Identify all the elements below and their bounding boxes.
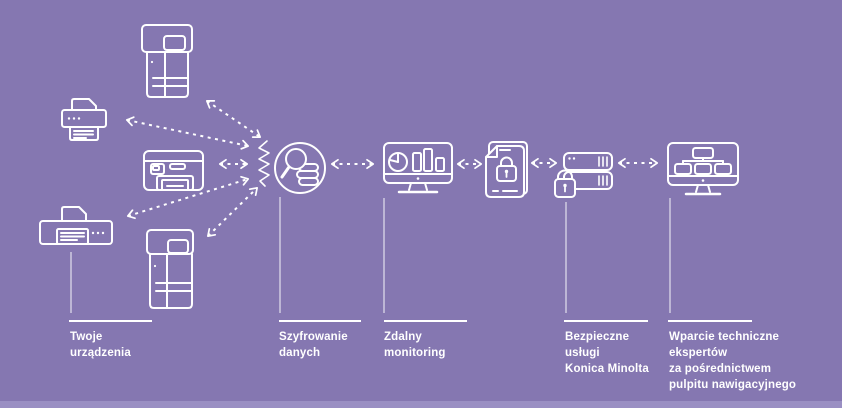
label-support: Wparcie techniczne ekspertów za pośredni… — [669, 331, 797, 391]
document-lock-icon — [485, 141, 528, 198]
copier-icon — [141, 24, 193, 98]
label-monitoring: Zdalny monitoring — [384, 331, 446, 359]
monitor-sitemap-icon — [667, 142, 739, 196]
printer-icon — [61, 98, 107, 141]
dashed-arrow-icon — [205, 100, 262, 138]
label-encryption: Szyfrowanie danych — [279, 331, 348, 359]
encryption-magnifier-icon — [274, 142, 326, 194]
fax-printer-icon — [39, 206, 113, 245]
dashed-arrow-icon — [207, 187, 258, 237]
bottom-strip — [0, 401, 842, 408]
monitor-charts-icon — [383, 142, 453, 194]
dashed-arrow-icon — [126, 175, 250, 220]
mfp-icon — [143, 150, 204, 191]
label-secure-services: Bezpieczne usługi Konica Minolta — [565, 331, 649, 375]
server-lock-icon — [554, 152, 613, 198]
zigzag-connector — [258, 140, 270, 187]
dashed-arrow-icon — [125, 116, 250, 150]
copier-icon-2 — [146, 229, 194, 309]
label-devices: Twoje urządzenia — [70, 331, 131, 359]
